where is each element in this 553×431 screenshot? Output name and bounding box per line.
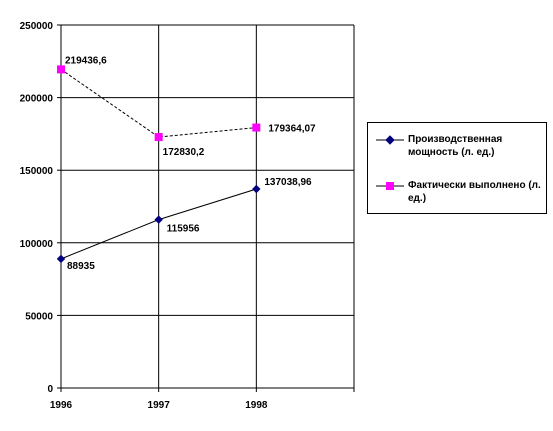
- data-point-square: [154, 133, 163, 142]
- data-label: 137038,96: [264, 177, 312, 188]
- x-tick-label: 1996: [50, 400, 73, 411]
- data-point-diamond: [154, 215, 163, 224]
- x-axis-tick-labels: 1996 1997 1998: [50, 400, 268, 411]
- data-label: 219436,6: [65, 55, 107, 66]
- y-tick-label: 200000: [20, 94, 54, 105]
- data-label: 172830,2: [163, 147, 205, 158]
- data-label: 115956: [167, 224, 200, 235]
- y-axis-tick-labels: 0 50000 100000 150000 200000 250000: [20, 21, 54, 395]
- legend-label-capacity: Производственная мощность (л. ед.): [408, 134, 503, 158]
- x-tick-label: 1998: [245, 400, 268, 411]
- data-label: 88935: [67, 261, 95, 272]
- gridlines: [60, 24, 355, 389]
- y-tick-label: 250000: [20, 21, 54, 32]
- axes: [57, 24, 355, 392]
- data-point-diamond: [56, 254, 66, 264]
- data-labels-group: 88935 115956 137038,96 219436,6 172830,2 1793…: [65, 55, 316, 271]
- legend: Производственная мощность (л. ед.) Факти…: [367, 122, 547, 214]
- series-group: [56, 65, 261, 264]
- legend-square-marker-icon: [376, 182, 404, 190]
- y-tick-label: 0: [47, 384, 53, 395]
- data-point-square: [57, 65, 65, 74]
- legend-diamond-marker-icon: [376, 135, 404, 145]
- legend-label-actual: Фактически выполнено (л. ед.): [408, 180, 541, 204]
- x-tick-label: 1997: [148, 400, 171, 411]
- y-tick-label: 50000: [25, 311, 53, 322]
- data-label: 179364,07: [268, 124, 316, 135]
- y-tick-label: 150000: [20, 166, 54, 177]
- data-point-square: [252, 123, 261, 132]
- data-point-diamond: [252, 184, 261, 194]
- y-tick-label: 100000: [20, 239, 54, 250]
